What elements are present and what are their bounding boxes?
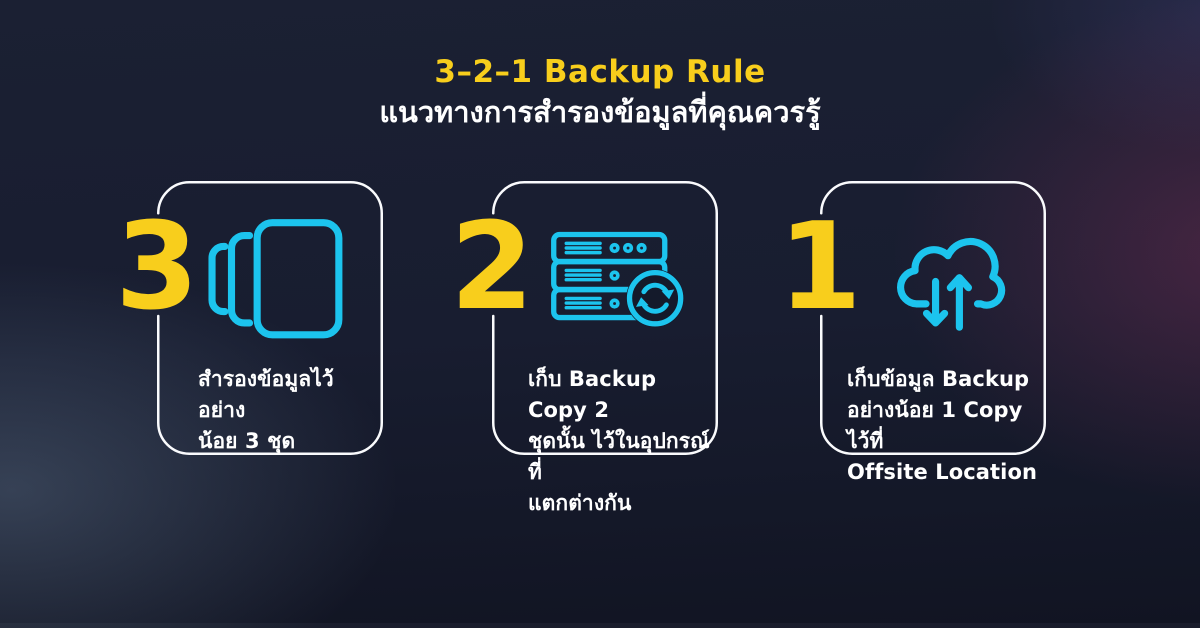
text-line: น้อย 3 ชุด [198, 429, 296, 453]
step-number-3: 3 [115, 198, 199, 337]
card-description: เก็บ Backup Copy 2 ชุดนั้น ไว้ในอุปกรณ์ท… [528, 364, 712, 519]
text-line: สำรองข้อมูลไว้อย่าง [198, 367, 334, 422]
card-description: สำรองข้อมูลไว้อย่าง น้อย 3 ชุด [198, 364, 377, 457]
backup-server-sync-icon [551, 231, 685, 328]
text-line: เก็บ Backup Copy 2 [528, 367, 657, 422]
card-description: เก็บข้อมูล Backup อย่างน้อย 1 Copy ไว้ที… [847, 364, 1040, 488]
backup-rule-card-2-devices: 2 [450, 181, 718, 515]
upload-arrow-head [946, 274, 973, 292]
card-outline [820, 181, 1046, 455]
backup-rule-card-3-copies: 3 สำรองข้อมูลไว้อย่าง น้อย 3 ชุด [115, 181, 383, 457]
step-number-2: 2 [450, 198, 534, 337]
text-line: เก็บข้อมูล Backup [847, 367, 1030, 391]
text-line: แตกต่างกัน [528, 491, 632, 515]
page-title: 3–2–1 Backup Rule [434, 54, 766, 90]
card-outline [492, 181, 718, 455]
stacked-copies-icon [208, 219, 343, 339]
text-line: ชุดนั้น ไว้ในอุปกรณ์ที่ [528, 429, 710, 484]
backup-rule-card-1-offsite: 1 เก็บข้อมูล Backup อย่างน้อย 1 Copy ไว้… [778, 181, 1046, 484]
cloud-transfer-icon [897, 237, 1006, 331]
text-line: อย่างน้อย 1 Copy ไว้ที่ [847, 398, 1023, 453]
download-arrow-head [922, 309, 949, 327]
card-outline [157, 181, 383, 455]
step-number-1: 1 [778, 198, 862, 337]
text-line: Offsite Location [847, 460, 1038, 484]
page-subtitle: แนวทางการสำรองข้อมูลที่คุณควรรู้ [379, 94, 821, 129]
header: 3–2–1 Backup Rule แนวทางการสำรองข้อมูลที… [0, 0, 1200, 132]
